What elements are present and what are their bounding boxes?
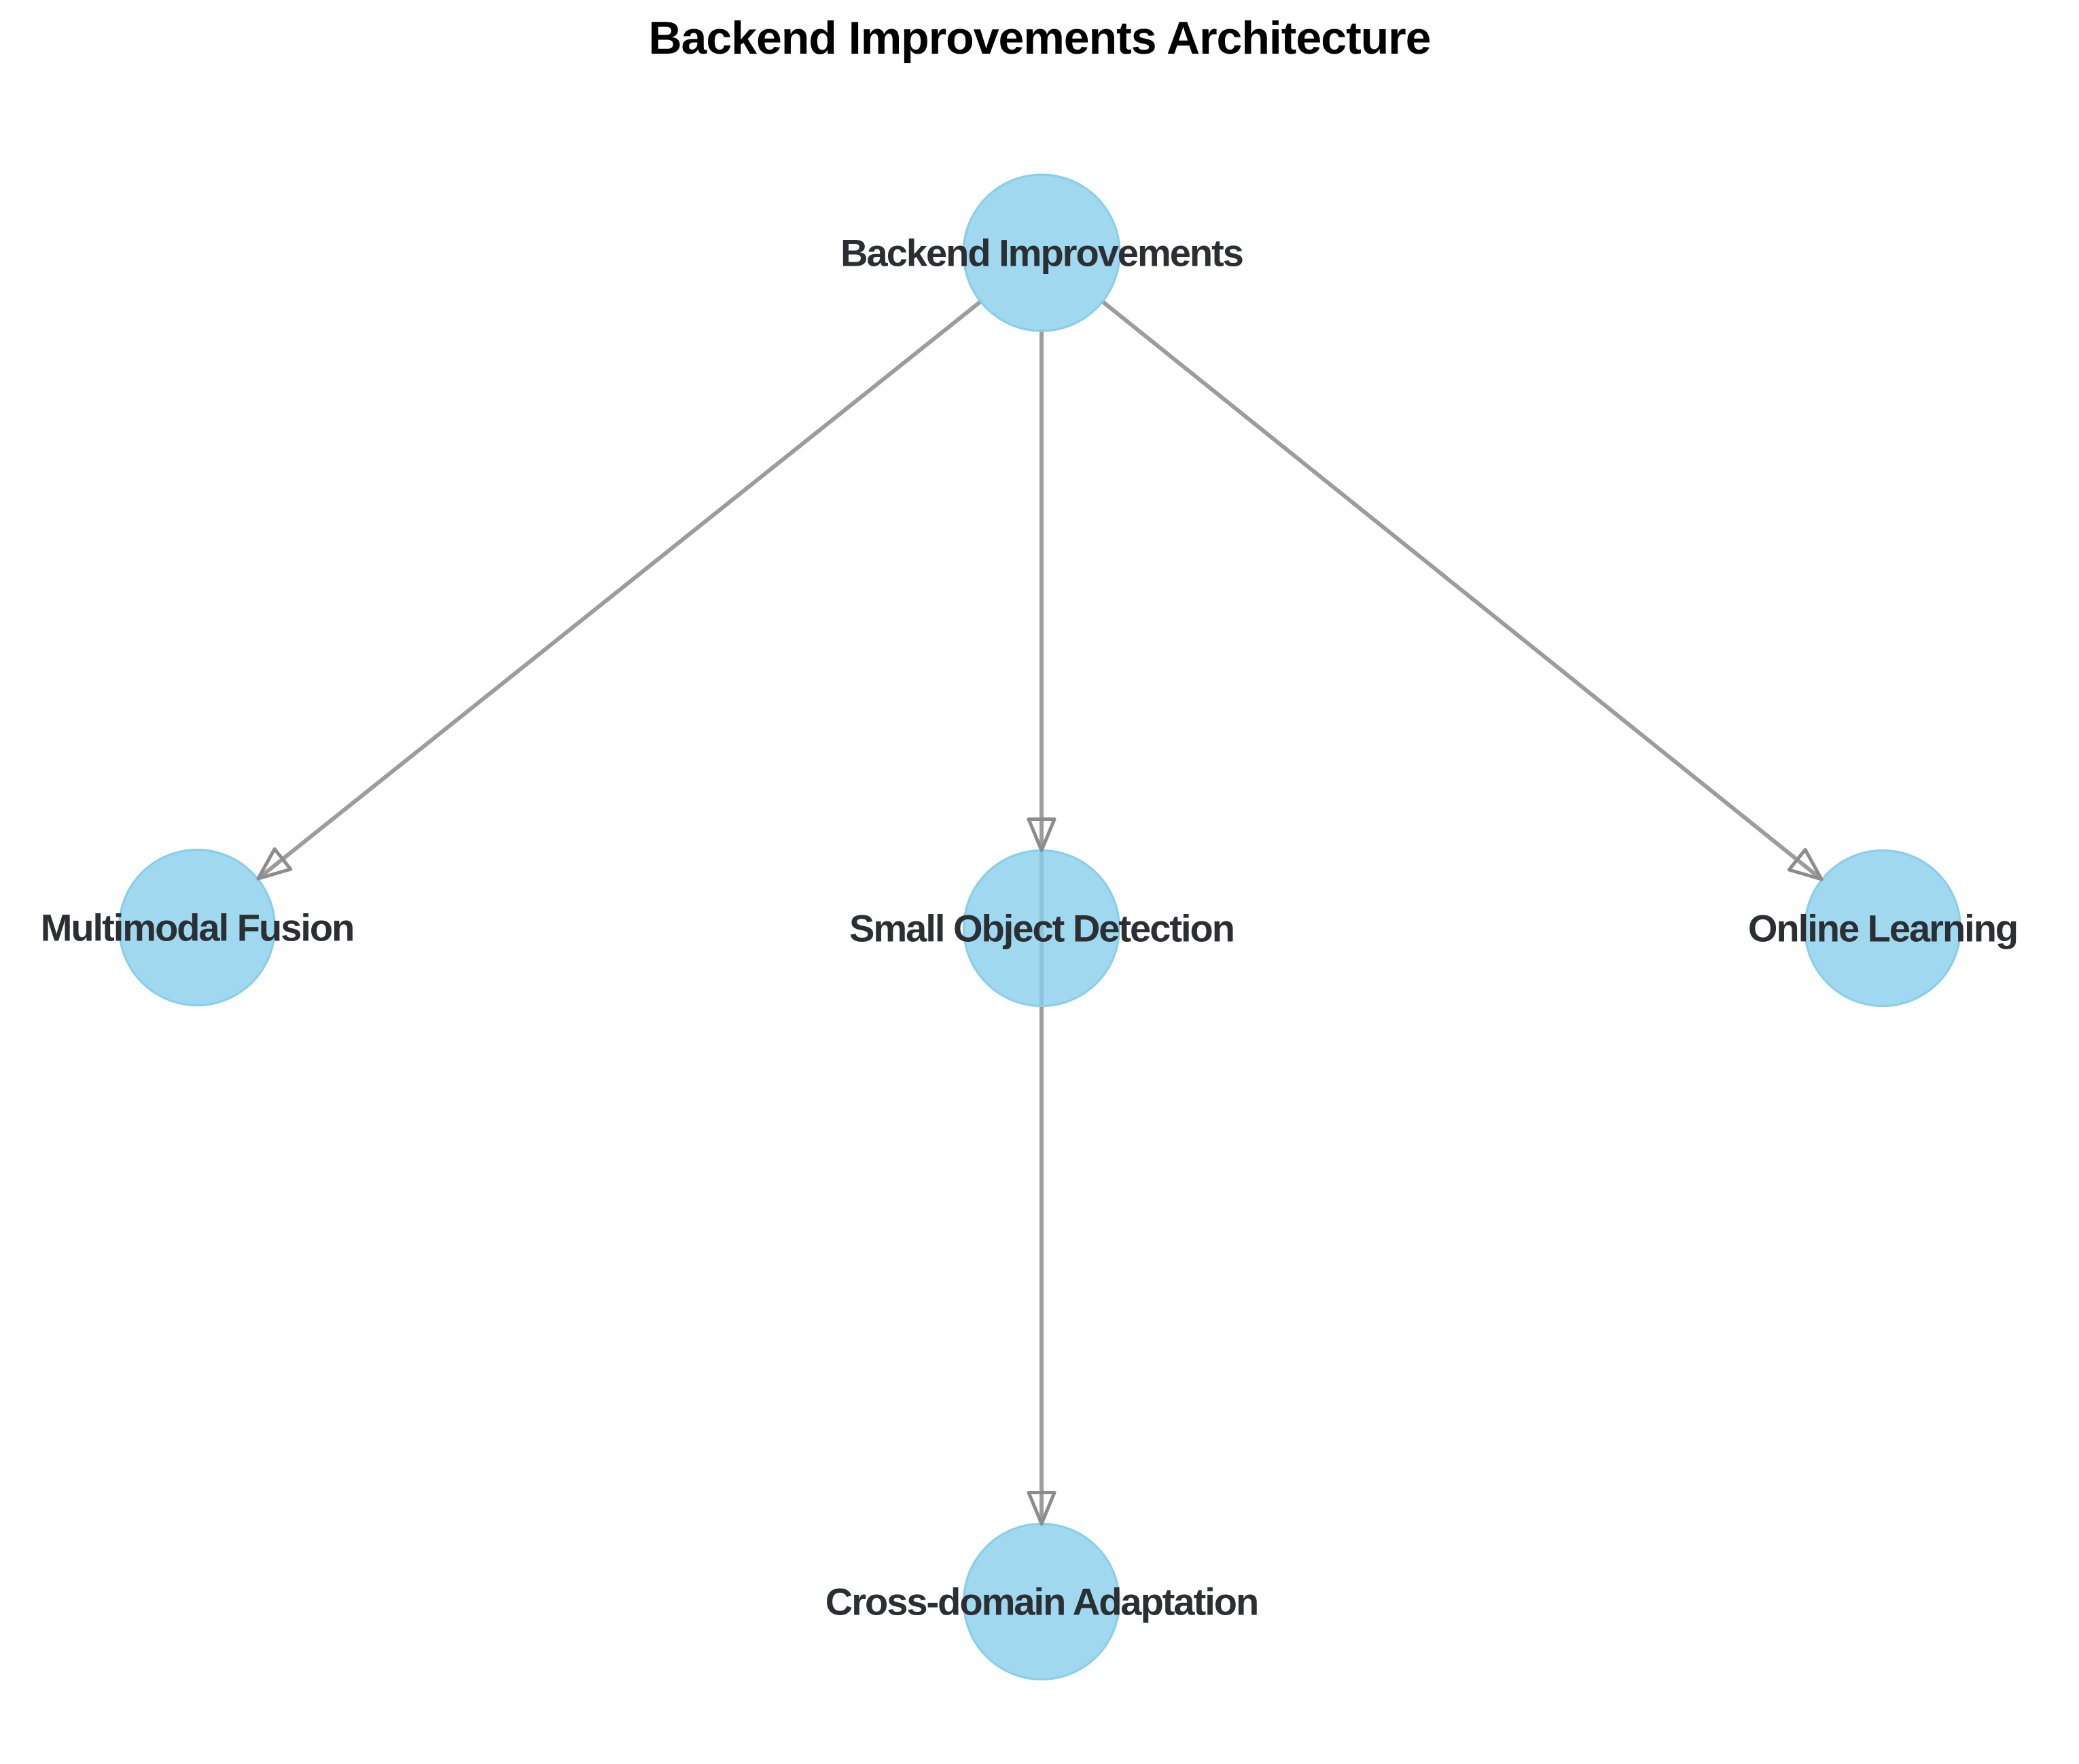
arrowhead-crossdomain-icon [1027,1491,1056,1525]
arrowhead-smallobject-icon [1027,817,1056,852]
node-multimodal-fusion [118,849,276,1006]
arrowhead-online-icon [1787,847,1824,881]
node-label-multimodal-fusion: Multimodal Fusion [40,906,355,949]
node-online-learning [1804,849,1961,1007]
arrowhead-layer [256,817,1824,1525]
node-label-small-object-detection: Small Object Detection [849,906,1235,950]
edge-backend-to-online [1101,300,1824,881]
node-label-cross-domain-adaptation: Cross-domain Adaptation [825,1580,1259,1623]
node-label-backend-improvements: Backend Improvements [840,231,1244,275]
diagram-title: Backend Improvements Architecture [648,12,1431,64]
node-label-online-learning: Online Learning [1747,906,2019,950]
node-backend-improvements [962,173,1121,332]
arrowhead-multimodal-icon [256,847,293,881]
edge-backend-to-multimodal [256,300,982,881]
